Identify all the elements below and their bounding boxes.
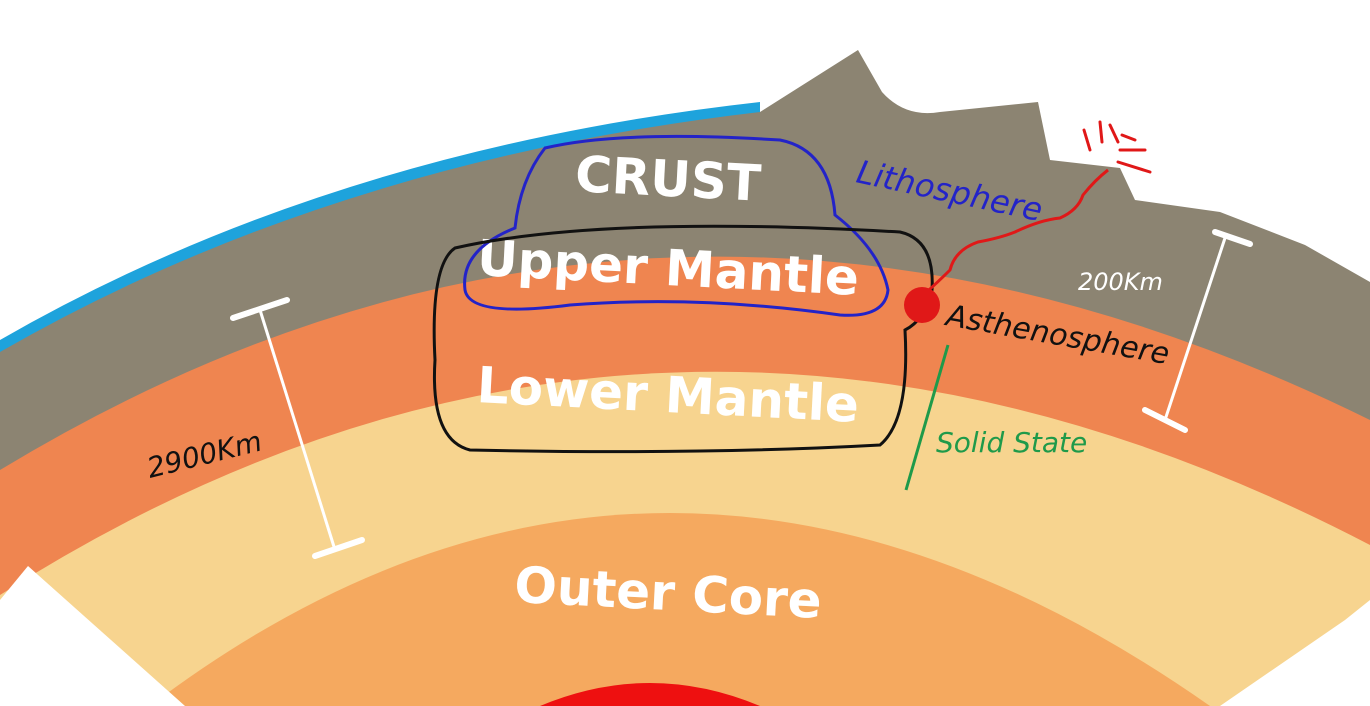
crust-label: CRUST: [574, 145, 763, 213]
magma-blob: [904, 287, 940, 323]
eruption-marks: [1082, 120, 1152, 174]
right-edge-mask: [1220, 600, 1370, 706]
inner-core-layer: [540, 683, 760, 706]
asthenosphere-outline: [432, 224, 934, 454]
magma-path: [911, 168, 1109, 307]
outer-core-layer: [150, 513, 1210, 706]
lithosphere-outline: [463, 134, 890, 317]
left-edge-mask: [0, 566, 185, 706]
depth-200-marker: [1142, 229, 1253, 433]
depth-2900-marker: [230, 297, 365, 559]
depth-200km-annotation: 200Km: [1078, 268, 1163, 296]
solid-state-annotation: Solid State: [936, 426, 1087, 459]
solid-state-line: [904, 344, 950, 491]
